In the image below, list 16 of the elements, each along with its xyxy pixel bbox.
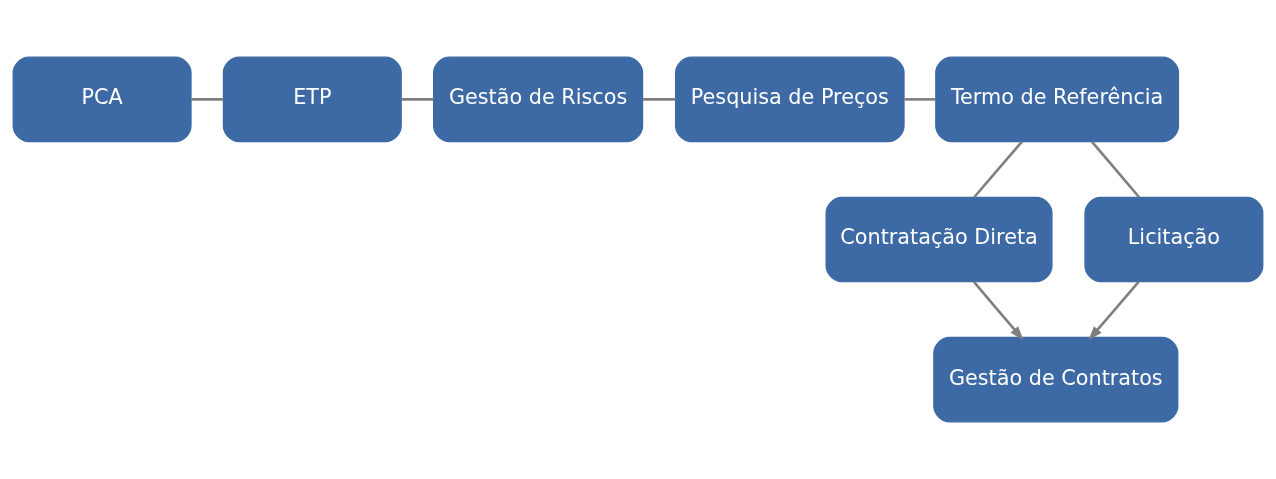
connector (191, 98, 224, 101)
arrow (1088, 280, 1140, 341)
connector (401, 98, 434, 101)
node-box: Gestão de Contratos (933, 336, 1179, 423)
node-box: ETP (222, 56, 402, 143)
node-box: Termo de Referência (935, 56, 1180, 143)
node-box: PCA (12, 56, 192, 143)
node-box: Gestão de Riscos (433, 56, 644, 143)
node-box: Pesquisa de Preços (675, 56, 905, 143)
arrow (972, 280, 1024, 341)
node-box: Licitação (1084, 196, 1264, 283)
node-box: Contratação Direta (825, 196, 1053, 283)
connector (904, 98, 936, 101)
connector (642, 98, 676, 101)
connector (1090, 140, 1141, 199)
connector (973, 140, 1023, 199)
